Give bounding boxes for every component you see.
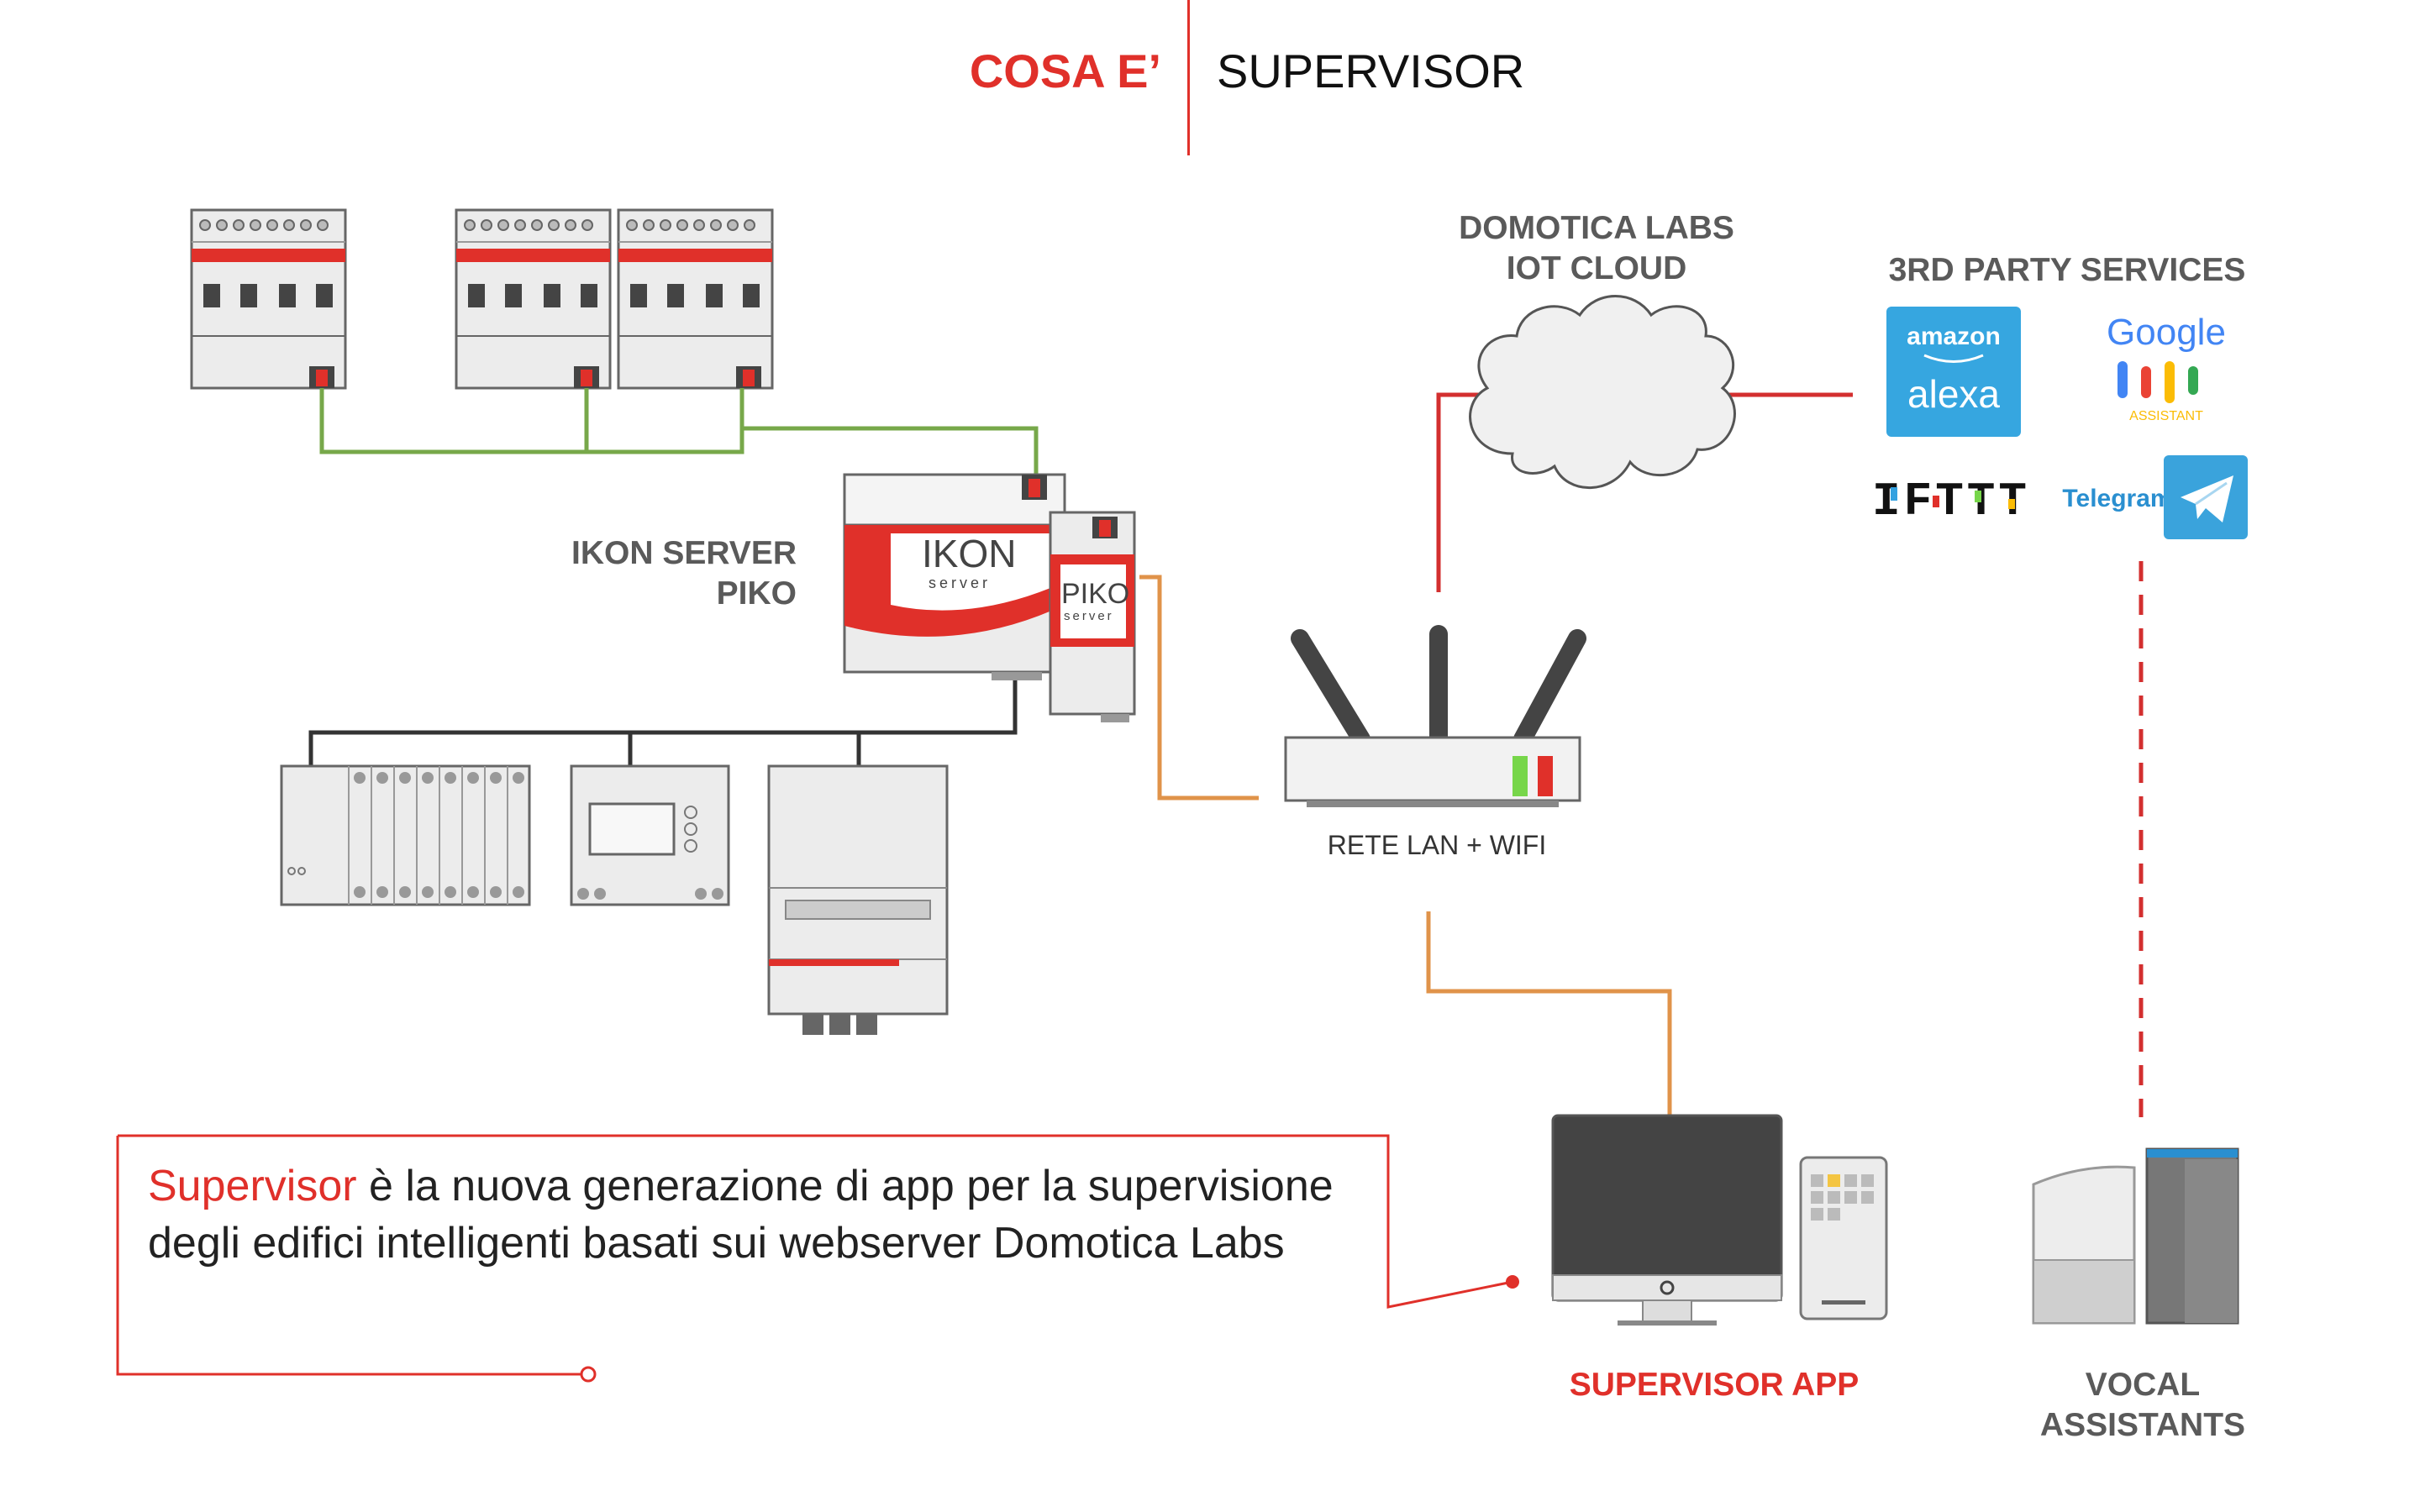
label-ikon-server: IKON SERVER PIKO xyxy=(571,533,797,614)
orange-wire-piko-router xyxy=(1139,575,1259,801)
google-assistant-icon xyxy=(2118,361,2198,403)
header-divider xyxy=(1187,0,1190,155)
red-wire-router-cloud xyxy=(1436,392,1479,592)
callout-highlight: Supervisor xyxy=(148,1162,357,1210)
alexa-amazon-text: amazon xyxy=(1907,323,2001,350)
label-iot-line2: IOT CLOUD xyxy=(1506,250,1687,286)
callout-body: è la nuova generazione di app per la sup… xyxy=(148,1162,1334,1268)
device-display xyxy=(570,764,730,906)
google-home-device xyxy=(2032,1165,2136,1325)
header-supervisor: SUPERVISOR xyxy=(1217,45,1525,97)
label-supervisor-app: SUPERVISOR APP xyxy=(1569,1367,1860,1403)
label-third-party: 3RD PARTY SERVICES xyxy=(1888,252,2246,288)
monitor-device xyxy=(1551,1114,1783,1326)
piko-sub: server xyxy=(1064,609,1114,623)
callout-end-ring xyxy=(580,1366,597,1383)
device-power-unit xyxy=(767,764,949,1035)
label-vocal-line1: VOCAL xyxy=(2085,1367,2201,1403)
ifttt-color-bars xyxy=(1891,487,2015,509)
ifttt-logo: IFTTT xyxy=(1872,475,2030,528)
label-ikon-line2: PIKO xyxy=(716,575,797,612)
google-text: Google xyxy=(2107,312,2226,353)
google-assistant-text: ASSISTANT xyxy=(2129,409,2203,423)
piko-server-device xyxy=(1049,511,1136,722)
relay-module-2 xyxy=(455,208,612,390)
device-modules xyxy=(280,764,531,906)
relay-module-3 xyxy=(617,208,774,390)
ikon-server-device xyxy=(843,473,1066,680)
alexa-text: alexa xyxy=(1907,372,2000,416)
ikon-sub: server xyxy=(929,575,991,591)
phone-device xyxy=(1799,1156,1888,1320)
label-iot-line1: DOMOTICA LABS xyxy=(1459,210,1734,246)
iot-cloud-shape xyxy=(1469,295,1736,490)
green-bus-wire xyxy=(319,388,1039,479)
orange-wire-router-app xyxy=(1426,911,1672,1116)
telegram-icon xyxy=(2164,455,2248,539)
alexa-icon xyxy=(1886,307,2021,437)
label-ikon-line1: IKON SERVER xyxy=(571,535,797,571)
piko-logo: PIKO xyxy=(1061,578,1129,610)
ikon-logo: IKON xyxy=(922,532,1016,575)
telegram-text: Telegram xyxy=(2062,485,2172,512)
label-rete: RETE LAN + WIFI xyxy=(1327,830,1547,860)
router-device xyxy=(1284,625,1586,807)
label-iot-cloud: DOMOTICA LABS IOT CLOUD xyxy=(1428,208,1765,289)
callout-text: Supervisor è la nuova generazione di app… xyxy=(148,1158,1392,1272)
callout-box xyxy=(116,1134,1513,1376)
relay-module-1 xyxy=(190,208,347,390)
dark-bus-wire xyxy=(308,680,1018,766)
echo-device xyxy=(2145,1147,2239,1325)
label-vocal-line2: ASSISTANTS xyxy=(2039,1407,2246,1443)
callout-end-dot xyxy=(1506,1275,1519,1289)
header-cosa: COSA E’ xyxy=(969,45,1161,97)
label-vocal: VOCAL ASSISTANTS xyxy=(2000,1365,2286,1446)
